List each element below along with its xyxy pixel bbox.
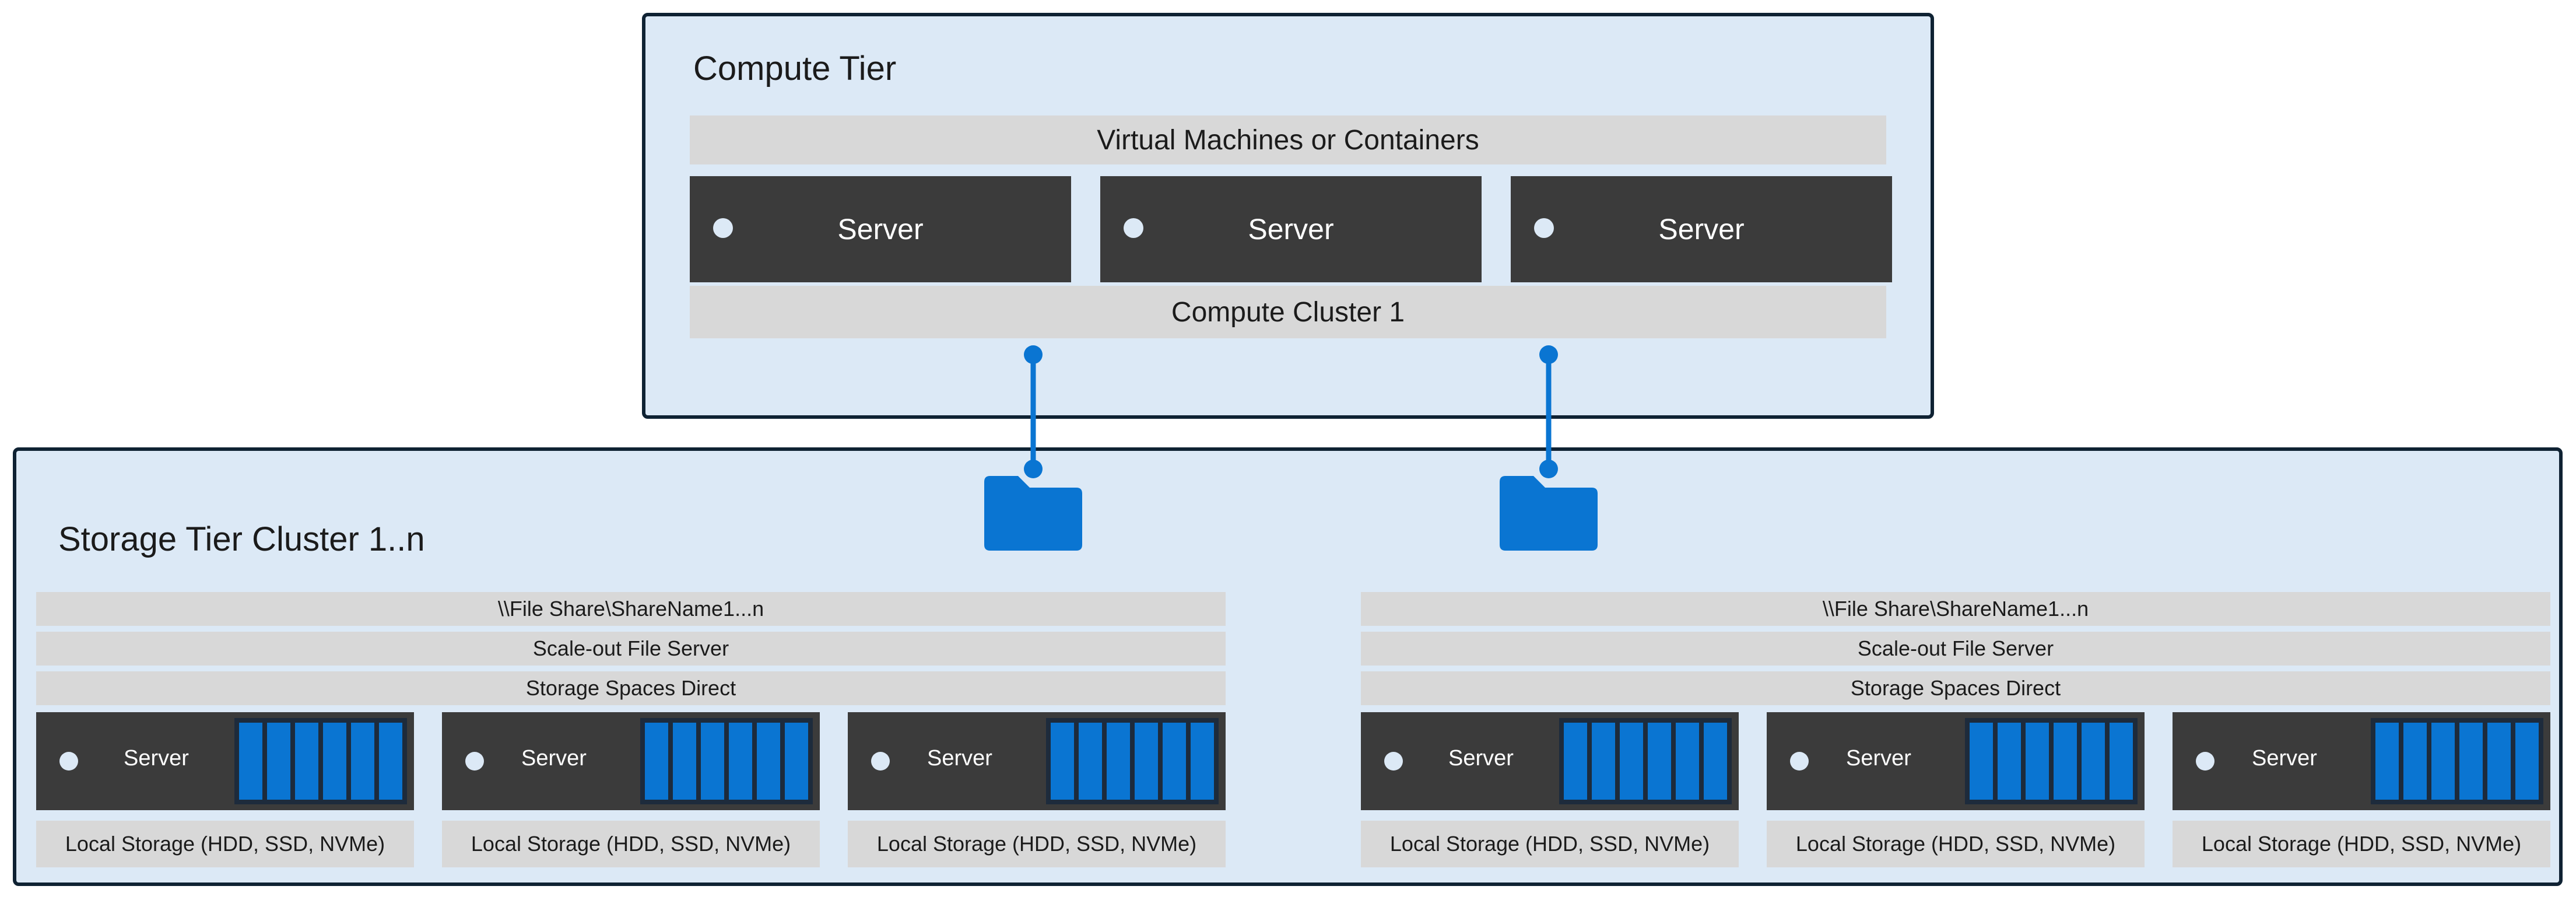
drive-bay [1046,718,1219,804]
storage-spaces-direct-bar: Storage Spaces Direct [1361,671,2550,705]
scale-out-file-server-bar: Scale-out File Server [36,632,1226,666]
status-led [1124,218,1143,238]
status-led [1534,218,1554,238]
storage-tier-title: Storage Tier Cluster 1..n [58,520,425,558]
compute-server-1: Server [690,176,1071,282]
local-storage-bar: Local Storage (HDD, SSD, NVMe) [442,821,820,867]
storage-server-2-2: Server [1767,712,2145,810]
folder-icon [1500,476,1598,551]
storage-server-2-1: Server [1361,712,1739,810]
server-label: Server [1448,746,1514,771]
compute-tier: Compute Tier Virtual Machines or Contain… [642,13,1934,419]
folder-icon [984,476,1082,551]
storage-group-1: \\File Share\ShareName1...n Scale-out Fi… [36,592,1226,871]
local-storage-bar: Local Storage (HDD, SSD, NVMe) [1767,821,2145,867]
status-led [1790,752,1809,771]
file-share-bar: \\File Share\ShareName1...n [1361,592,2550,626]
connector-left [1024,345,1043,478]
connector-right [1539,345,1558,478]
status-led [1384,752,1403,771]
server-label: Server [124,746,189,771]
drive-bay [234,718,407,804]
compute-server-3: Server [1511,176,1892,282]
storage-tier: Storage Tier Cluster 1..n \\File Share\S… [13,447,2563,886]
server-label: Server [1248,213,1334,246]
storage-server-1-1: Server [36,712,414,810]
server-label: Server [1658,213,1745,246]
server-label: Server [927,746,992,771]
drive-bay [640,718,813,804]
file-share-bar: \\File Share\ShareName1...n [36,592,1226,626]
storage-spaces-direct-bar: Storage Spaces Direct [36,671,1226,705]
vm-layer-bar: Virtual Machines or Containers [690,115,1886,164]
storage-server-1-3: Server [848,712,1226,810]
status-led [465,752,484,771]
status-led [2196,752,2214,771]
status-led [59,752,78,771]
server-label: Server [1846,746,1911,771]
storage-server-1-2: Server [442,712,820,810]
server-label: Server [2252,746,2317,771]
compute-server-2: Server [1100,176,1482,282]
drive-bay [1559,718,1732,804]
storage-group-2: \\File Share\ShareName1...n Scale-out Fi… [1361,592,2550,871]
drive-bay [2371,718,2543,804]
compute-tier-title: Compute Tier [693,50,897,87]
local-storage-bar: Local Storage (HDD, SSD, NVMe) [2173,821,2550,867]
status-led [871,752,890,771]
server-label: Server [837,213,924,246]
local-storage-bar: Local Storage (HDD, SSD, NVMe) [1361,821,1739,867]
storage-server-2-3: Server [2173,712,2550,810]
server-label: Server [521,746,587,771]
scale-out-file-server-bar: Scale-out File Server [1361,632,2550,666]
local-storage-bar: Local Storage (HDD, SSD, NVMe) [848,821,1226,867]
drive-bay [1965,718,2138,804]
compute-cluster-bar: Compute Cluster 1 [690,286,1886,338]
local-storage-bar: Local Storage (HDD, SSD, NVMe) [36,821,414,867]
status-led [713,218,733,238]
